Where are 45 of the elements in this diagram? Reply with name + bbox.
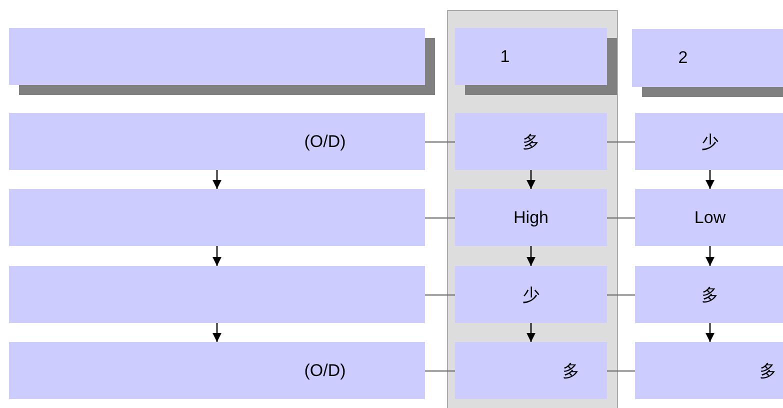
box-label: 少 [702, 131, 718, 153]
arrow [212, 246, 222, 266]
box-label: 多 [562, 360, 580, 382]
connector-line [607, 141, 635, 143]
process-box [9, 113, 425, 170]
header-box [632, 29, 783, 87]
process-box [455, 113, 607, 170]
box-label: High [514, 208, 548, 228]
process-box [635, 266, 783, 323]
arrow [706, 323, 714, 342]
box-label: 多 [522, 131, 540, 153]
process-box [9, 266, 425, 323]
arrow [526, 170, 536, 189]
process-box [455, 342, 607, 399]
box-label: 1 [500, 46, 510, 66]
header-box [455, 28, 607, 85]
connector-line [607, 370, 635, 372]
box-label: 多 [702, 284, 718, 306]
connector-line [425, 217, 455, 219]
box-label: Low [694, 208, 726, 228]
process-box [635, 189, 783, 246]
box-label: (O/D) [304, 132, 346, 152]
connector-line [425, 370, 455, 372]
process-box [9, 189, 425, 246]
box-label: 多 [760, 360, 776, 382]
process-box [455, 266, 607, 323]
arrow [212, 323, 222, 342]
arrow [706, 246, 714, 266]
box-label: (O/D) [304, 360, 346, 380]
connector-line [425, 141, 455, 143]
connector-line [607, 294, 635, 296]
column-band [447, 10, 618, 408]
process-box [635, 113, 783, 170]
arrow [212, 170, 222, 189]
arrow [526, 246, 536, 266]
arrow [706, 170, 714, 189]
process-box [9, 342, 425, 399]
process-box [635, 342, 783, 399]
box-label: 2 [678, 48, 688, 68]
header-box [9, 28, 425, 85]
process-box [455, 189, 607, 246]
arrow [526, 323, 536, 342]
connector-line [425, 294, 455, 296]
box-label: 少 [522, 284, 540, 306]
connector-line [607, 217, 635, 219]
